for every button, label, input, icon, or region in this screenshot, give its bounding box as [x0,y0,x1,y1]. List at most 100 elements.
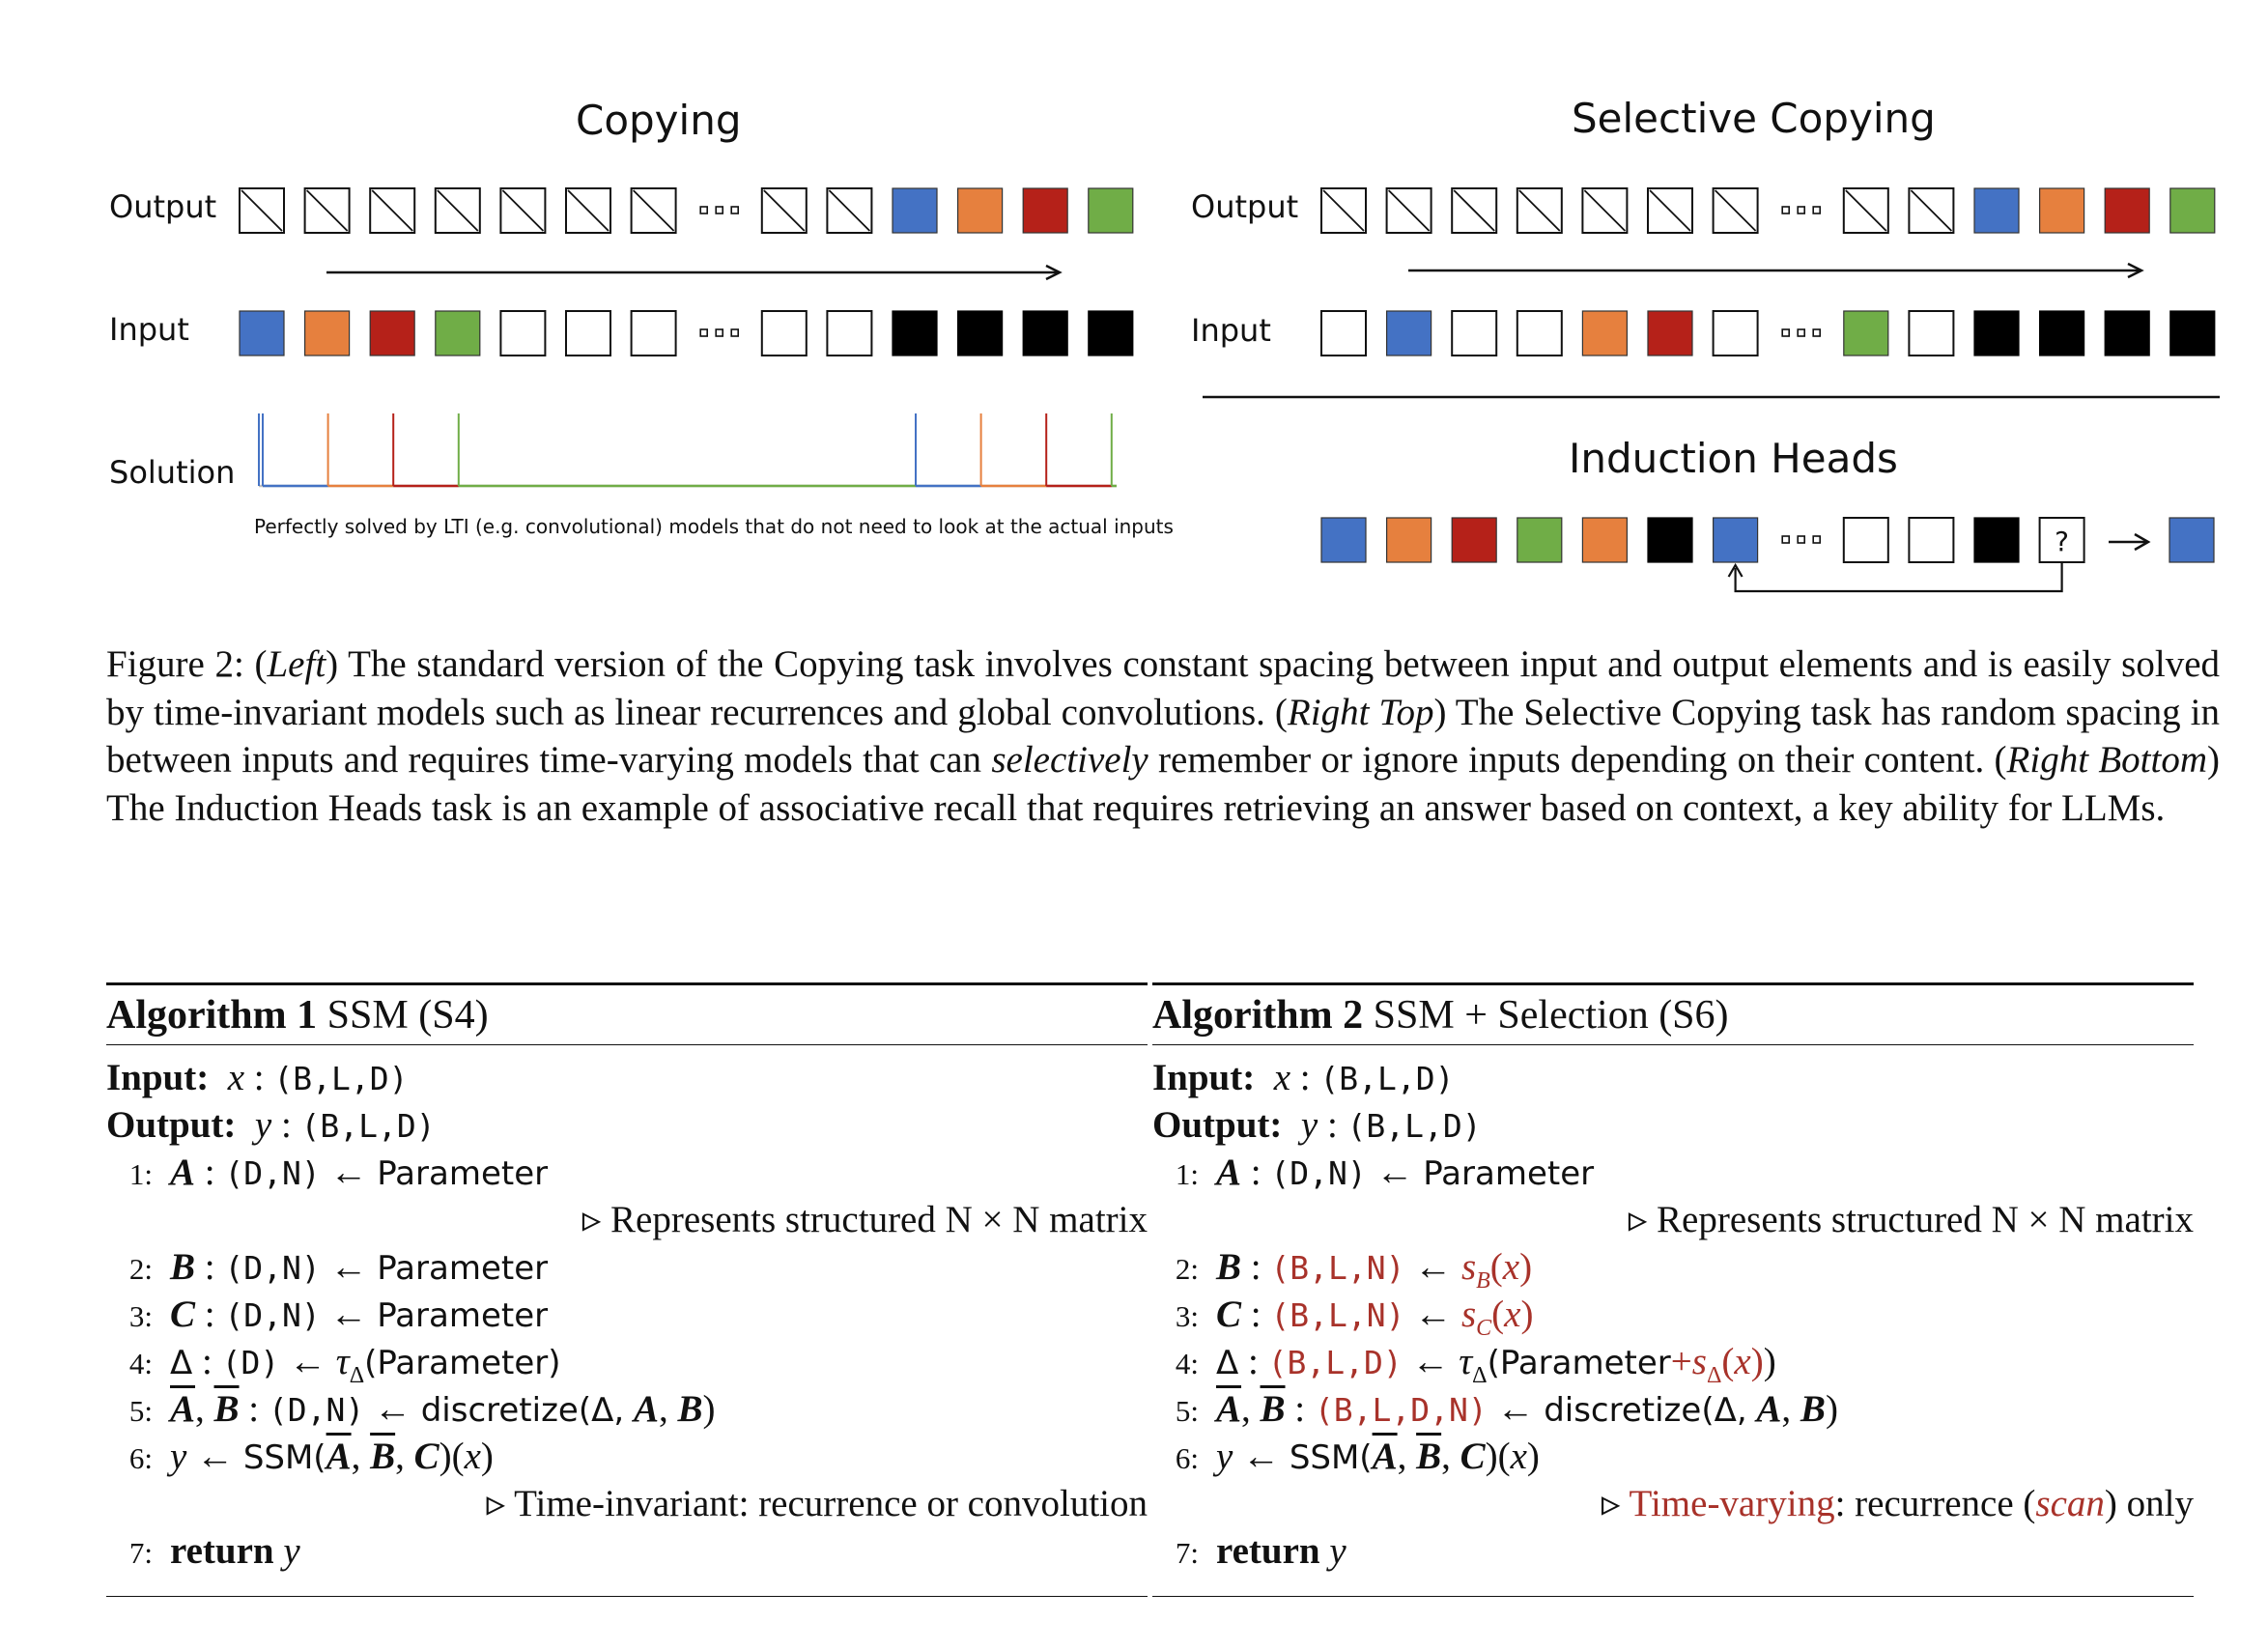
selective-output-blank-token-diagonal [1518,189,1561,232]
copying-output-blank-token-diagonal [305,189,349,232]
selective-input-token-white [1908,310,1955,356]
input-keyword: Input: [106,1057,210,1098]
algorithm-label: Algorithm 2 [1152,993,1364,1038]
induction-answer-token [2169,517,2215,563]
induction-token-black [1647,517,1693,563]
copying-output-ellipsis-dot [730,206,740,214]
selective-input-token-green [1843,310,1889,356]
copying-output-ellipsis-dot [715,206,724,214]
algorithm-top-rule [1152,982,2194,985]
copying-input-token-white [760,310,808,356]
selective-input-token-black [2039,310,2085,356]
selective-output-blank-token-diagonal [1649,189,1691,232]
induction-ellipsis-dot [1797,535,1805,544]
selective-input-token-white [1451,310,1498,356]
induction-token-white [1908,517,1955,563]
copying-input-token-black [956,310,1004,356]
copying-title: Copying [576,97,742,144]
copying-output-token-blue [892,187,938,234]
induction-token-orange [1581,517,1629,563]
algo-line-1: 1:A : (D,N) ← Parameter [1175,1152,1595,1193]
algorithm-top-rule [106,982,1148,985]
figure-2: ? Copying Output Input Solution Perfectl… [0,0,2268,618]
induction-arrow-head [2134,532,2151,552]
copying-input-token-orange [304,310,351,356]
copying-output-blank-token-diagonal [371,189,413,232]
caption-part4: ) The Induction Heads task is an example… [106,739,2220,829]
copying-solution-label: Solution [109,454,236,491]
algo-line-2: 2:B : (B,L,N) ← sB(x) [1175,1246,1533,1294]
selective-input-token-black [2169,310,2216,356]
algo-comment-1: ▹ Represents structured N × N matrix [1628,1199,2194,1240]
input-keyword: Input: [1152,1057,1256,1098]
algo-output-line: Output: y : (B,L,D) [106,1104,436,1146]
induction-token-black [1973,517,2020,563]
selective-output-ellipsis-dot [1797,206,1805,214]
copying-input-token-white [630,310,677,356]
caption-part1: ) The standard version of the Copying ta… [106,643,2220,733]
copying-input-token-red [369,310,415,356]
return-keyword: return [170,1530,274,1572]
copying-note: Perfectly solved by LTI (e.g. convolutio… [254,515,1174,538]
induction-token-green [1517,517,1563,563]
algo-line-6: 6:y ← SSM(A, B, C)(x) [1175,1436,1540,1477]
algo-line-3: 3:C : (B,L,N) ← sC(x) [1175,1294,1534,1341]
selective-output-blank-token-diagonal [1583,189,1627,232]
caption-part2: ) The Selective Copying task has random … [106,691,2220,782]
algo-input-line: Input: x : (B,L,D) [1152,1057,1455,1098]
algorithm-2: Algorithm 2 SSM + Selection (S6) Input: … [1152,981,2194,1599]
comment-text: : recurrence ( [1834,1483,2036,1524]
copying-input-ellipsis-dot [699,328,709,337]
selective-input-token-white [1516,310,1563,356]
return-keyword: return [1216,1530,1320,1572]
caption-part3: remember or ignore inputs depending on t… [1148,739,2007,781]
algorithm-title: SSM + Selection (S6) [1373,993,1729,1038]
algo-output-line: Output: y : (B,L,D) [1152,1104,1482,1146]
copying-input-label: Input [109,311,189,348]
comment-scan-text: scan [2035,1483,2105,1524]
caption-prefix: Figure 2: ( [106,643,268,685]
algo-input-line: Input: x : (B,L,D) [106,1057,409,1098]
algo-line-3: 3:C : (D,N) ← Parameter [128,1294,549,1335]
selective-output-blank-token-diagonal [1714,189,1757,232]
selective-input-token-black [2104,310,2150,356]
comment-text: Represents structured N × N matrix [1657,1199,2194,1240]
selective-input-token-blue [1385,310,1432,356]
copying-input-token-blue [239,310,285,356]
copying-output-blank-token-diagonal [763,189,806,232]
selective-output-ellipsis-dot [1781,206,1790,214]
algo-line-4: 4:Δ : (B,L,D) ← τΔ(Parameter+sΔ(x)) [1175,1341,1776,1388]
selective-input-label: Input [1191,312,1271,349]
figure-caption: Figure 2: (Left) The standard version of… [106,640,2220,832]
copying-output-token-green [1088,187,1134,234]
selective-output-blank-token-diagonal [1845,189,1887,232]
copying-input-token-black [1088,310,1134,356]
selective-output-label: Output [1191,188,1299,225]
selective-copying-title: Selective Copying [1572,95,1936,142]
comment-text: Time-invariant: recurrence or convolutio… [514,1483,1148,1524]
algo-comment-2: ▹ Time-varying: recurrence (scan) only [1601,1483,2194,1524]
comment-text: Represents structured N × N matrix [610,1199,1148,1240]
output-keyword: Output: [1152,1104,1283,1146]
algorithm-heading: Algorithm 2 SSM + Selection (S6) [1152,992,1729,1038]
selective-input-token-red [1647,310,1693,356]
selective-output-token-blue [1973,187,2020,234]
caption-right-top: Right Top [1287,691,1434,733]
induction-heads-title: Induction Heads [1569,435,1898,482]
selective-input-token-white [1712,310,1759,356]
algo-line-5: 5:A, B : (D,N) ← discretize(Δ, A, B) [128,1388,716,1430]
induction-token-white [1842,517,1889,563]
induction-token-orange [1385,517,1432,563]
output-keyword: Output: [106,1104,237,1146]
copying-output-blank-token-diagonal [437,189,479,232]
copying-output-ellipsis-dot [699,206,709,214]
selective-output-token-orange [2039,187,2085,234]
algo-line-7: 7:return y [128,1530,300,1572]
algo-line-4: 4:Δ : (D) ← τΔ(Parameter) [128,1341,561,1388]
induction-token-red [1451,517,1497,563]
comment-end-text: ) only [2104,1483,2194,1524]
algo-line-1: 1:A : (D,N) ← Parameter [128,1152,549,1193]
selective-input-token-black [1973,310,2020,356]
selective-input-ellipsis-dot [1781,328,1790,337]
selective-input-token-white [1320,310,1367,356]
